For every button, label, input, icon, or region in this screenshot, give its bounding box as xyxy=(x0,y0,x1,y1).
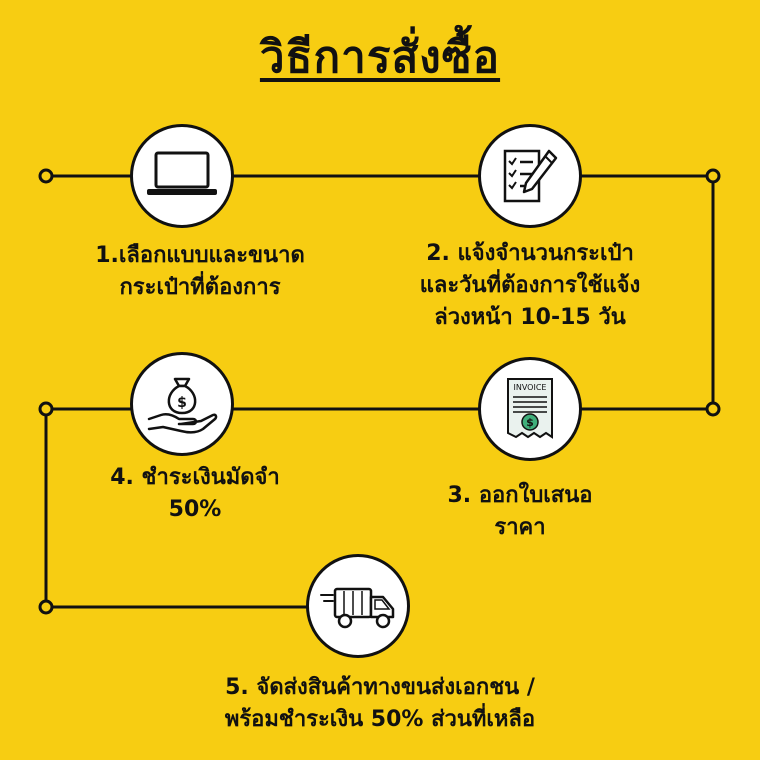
step-4-text: 4. ชำระเงินมัดจำ 50% xyxy=(65,462,325,526)
connector-dot xyxy=(38,168,54,184)
step-4-line-2: 50% xyxy=(168,497,222,522)
step-1-icon-circle xyxy=(130,124,234,228)
step-1-line-1: 1.เลือกแบบและขนาด xyxy=(95,243,305,268)
connector-dot xyxy=(705,401,721,417)
step-1-line-2: กระเป๋าที่ต้องการ xyxy=(119,275,281,300)
delivery-truck-icon xyxy=(320,587,395,629)
step-3-icon-circle: INVOICE $ xyxy=(478,357,582,461)
page-title: วิธีการสั่งซื้อ xyxy=(259,32,501,83)
svg-text:INVOICE: INVOICE xyxy=(514,383,547,392)
connector-dot xyxy=(38,599,54,615)
laptop-icon xyxy=(147,151,217,195)
step-3-line-2: ราคา xyxy=(494,515,546,540)
step-2-line-1: 2. แจ้งจำนวนกระเป๋า xyxy=(426,241,634,266)
money-bag-hand-icon: $ xyxy=(147,377,218,434)
step-2-line-3: ล่วงหน้า 10-15 วัน xyxy=(434,305,626,330)
svg-text:$: $ xyxy=(177,395,187,411)
step-3-text: 3. ออกใบเสนอ ราคา xyxy=(400,480,640,544)
invoice-icon: INVOICE $ xyxy=(507,378,553,439)
step-2-icon-circle xyxy=(478,124,582,228)
step-5-line-2: พร้อมชำระเงิน 50% ส่วนที่เหลือ xyxy=(224,707,536,732)
step-3-line-1: 3. ออกใบเสนอ xyxy=(447,483,593,508)
step-5-line-1: 5. จัดส่งสินค้าทางขนส่งเอกชน / xyxy=(225,675,535,700)
step-1-text: 1.เลือกแบบและขนาด กระเป๋าที่ต้องการ xyxy=(50,240,350,304)
connector-dot xyxy=(705,168,721,184)
step-2-text: 2. แจ้งจำนวนกระเป๋า และวันที่ต้องการใช้แ… xyxy=(360,238,700,334)
step-5-text: 5. จัดส่งสินค้าทางขนส่งเอกชน / พร้อมชำระ… xyxy=(130,672,630,736)
step-5-icon-circle xyxy=(306,554,410,658)
svg-text:$: $ xyxy=(526,416,534,429)
step-4-line-1: 4. ชำระเงินมัดจำ xyxy=(110,465,280,490)
checklist-pen-icon xyxy=(503,149,558,203)
connector-dot xyxy=(38,401,54,417)
step-4-icon-circle: $ xyxy=(130,352,234,456)
step-2-line-2: และวันที่ต้องการใช้แจ้ง xyxy=(419,273,641,298)
